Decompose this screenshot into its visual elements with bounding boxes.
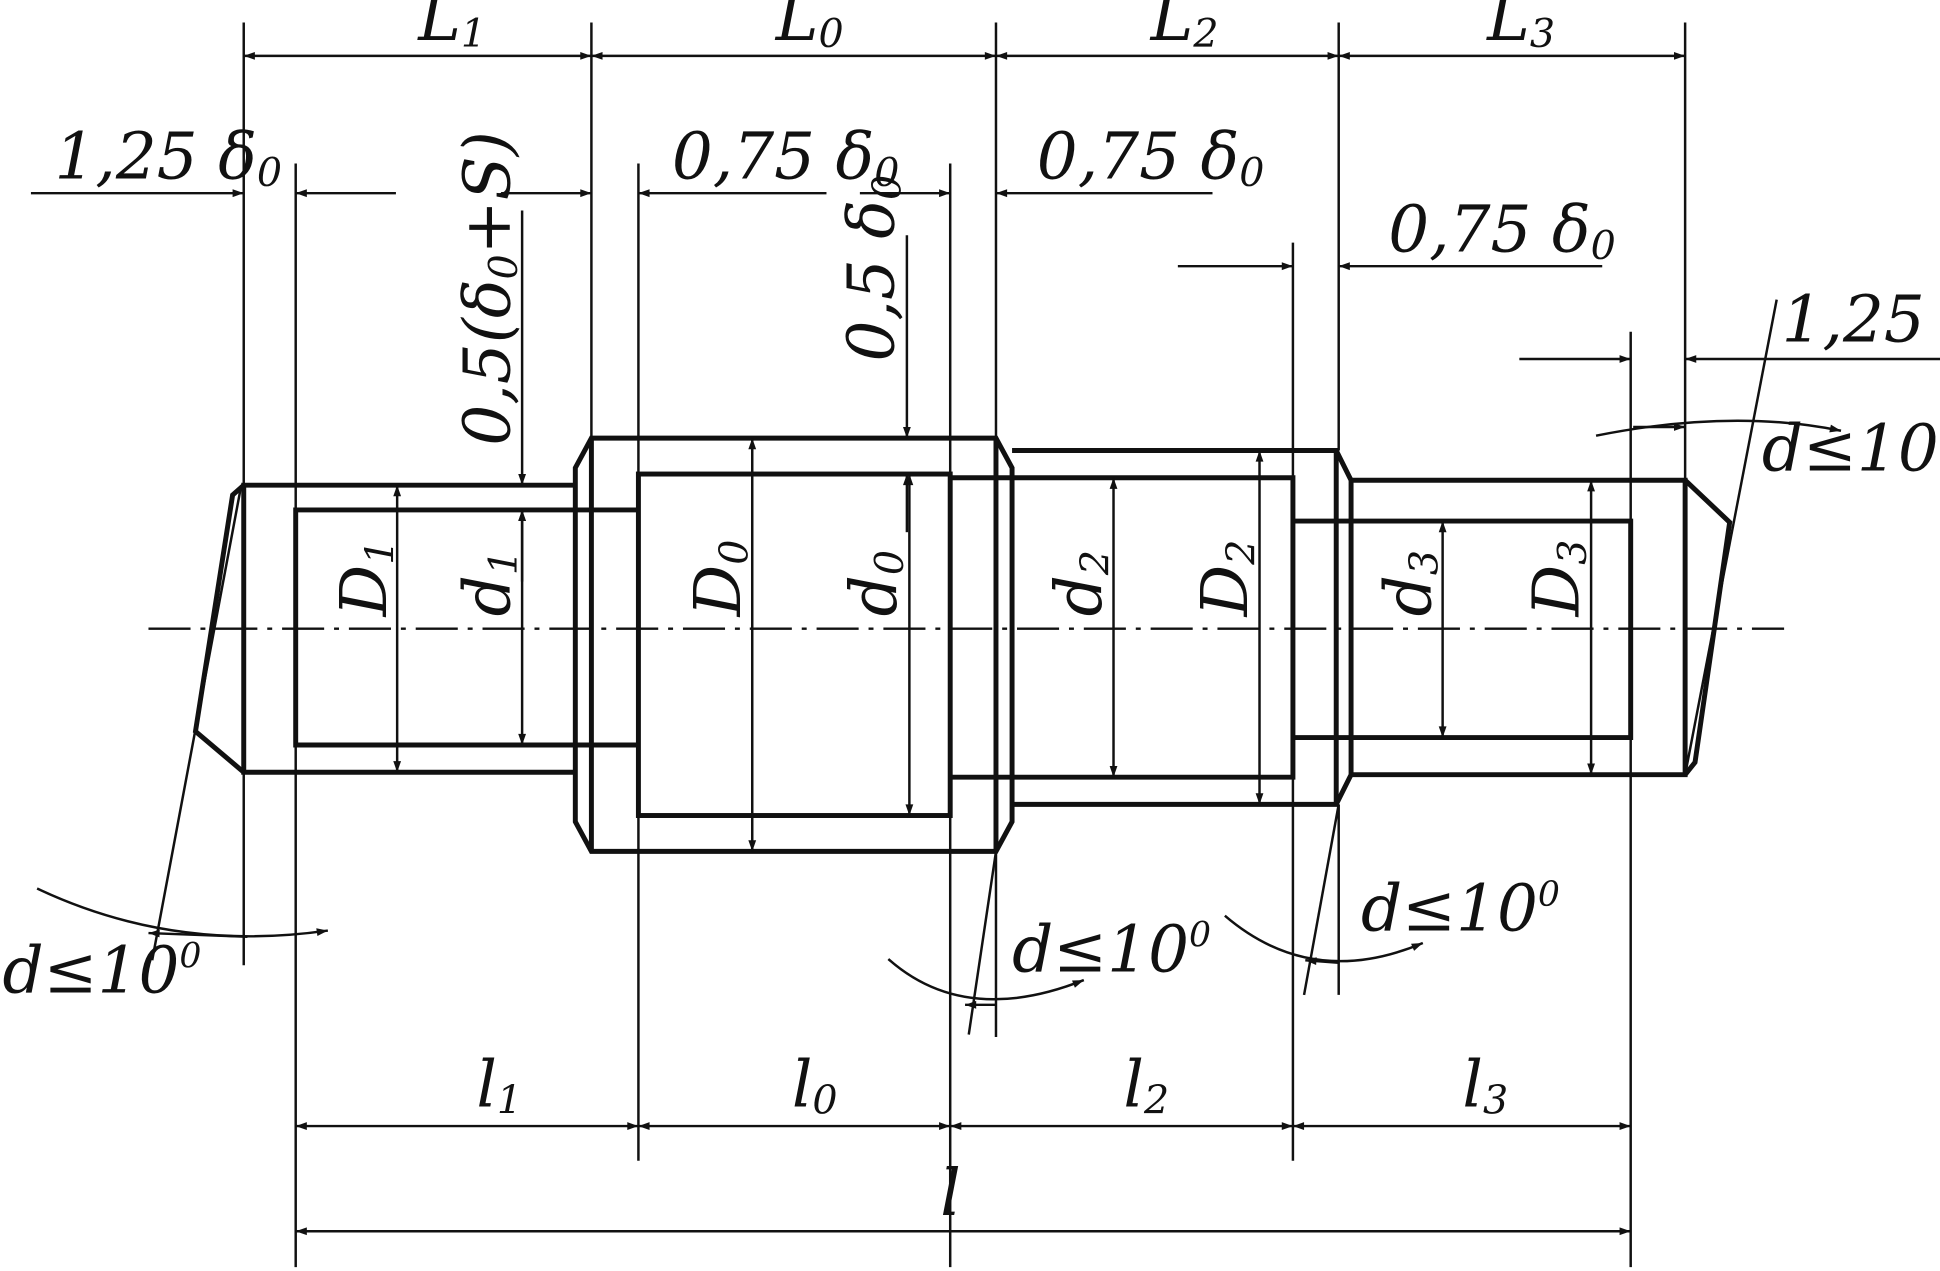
segment-3-chamfer (1683, 478, 1733, 777)
segment-3-outline (1351, 477, 1688, 778)
label-D0: D0 (681, 540, 757, 618)
label-l3: l3 (1462, 1047, 1508, 1123)
segment-1-chamfer (192, 483, 246, 775)
label-d0: d0 (837, 550, 913, 616)
top-labels: L1 L0 L2 L3 (417, 0, 1555, 57)
label-l0: l0 (792, 1047, 838, 1123)
segment-2-bore (950, 475, 1296, 780)
label-D3: D3 (1520, 540, 1596, 618)
bottom-labels: l1 l0 l2 l3 l (476, 1047, 1508, 1231)
bottom-dimension-line (295, 1122, 1631, 1236)
taper-line-right (1683, 299, 1778, 775)
offset-labels: 1,25 δ0 0,75 δ0 0,75 δ0 0,75 δ0 1,25 δ0 (54, 119, 1940, 359)
offset-leaders (30, 189, 1940, 363)
label-offset-first-inner: 0,75 δ0 (672, 119, 900, 195)
label-offset-right-end: 1,25 δ0 (1782, 283, 1940, 359)
label-angle-center: d≤100 (1012, 912, 1211, 987)
angle-arc-right-mid (1224, 914, 1424, 963)
label-L1: L1 (417, 0, 486, 57)
segment-2-outline (1012, 448, 1354, 807)
segment-0-bore (635, 471, 953, 818)
label-overall-length: l (940, 1156, 961, 1231)
angle-arc-right (1595, 419, 1842, 437)
label-D1: D1 (327, 540, 403, 618)
label-angle-right: d≤100 (1762, 411, 1940, 486)
label-d1: d1 (451, 550, 527, 616)
angle-arc-left (36, 887, 329, 938)
label-offset-left-end: 1,25 δ0 (54, 119, 282, 195)
wall-labels: 0,5(δ0+S) 0,5 δ0 (451, 131, 911, 445)
label-angle-right-mid: d≤100 (1361, 872, 1560, 947)
label-wall-left: 0,5(δ0+S) (451, 131, 527, 445)
diameter-labels: D1 d1 D0 d0 d2 D2 d3 D3 (327, 540, 1596, 618)
shaft-outline (192, 435, 1733, 854)
angle-labels: d≤100 d≤100 d≤100 d≤100 (2, 411, 1940, 1008)
label-l2: l2 (1123, 1047, 1169, 1123)
label-d3: d3 (1371, 550, 1447, 616)
label-angle-left: d≤100 (2, 933, 201, 1008)
label-L0: L0 (775, 0, 844, 57)
extension-lines (242, 22, 1687, 1268)
angle-indicators (36, 299, 1842, 1035)
label-L2: L2 (1150, 0, 1219, 57)
label-offset-third-inner: 0,75 δ0 (1388, 192, 1616, 268)
angle-arc-center (887, 958, 1085, 1001)
label-wall-center: 0,5 δ0 (834, 175, 910, 362)
label-L3: L3 (1486, 0, 1555, 57)
diameter-arrows (393, 438, 1595, 852)
segment-1-bore (293, 507, 639, 748)
label-d2: d2 (1042, 550, 1118, 616)
taper-line-right-mid (1302, 804, 1340, 996)
label-offset-second-inner: 0,75 δ0 (1037, 119, 1265, 195)
label-l1: l1 (476, 1047, 522, 1123)
taper-line-left (150, 484, 243, 961)
taper-line-center (967, 851, 998, 1035)
label-D2: D2 (1188, 540, 1264, 618)
